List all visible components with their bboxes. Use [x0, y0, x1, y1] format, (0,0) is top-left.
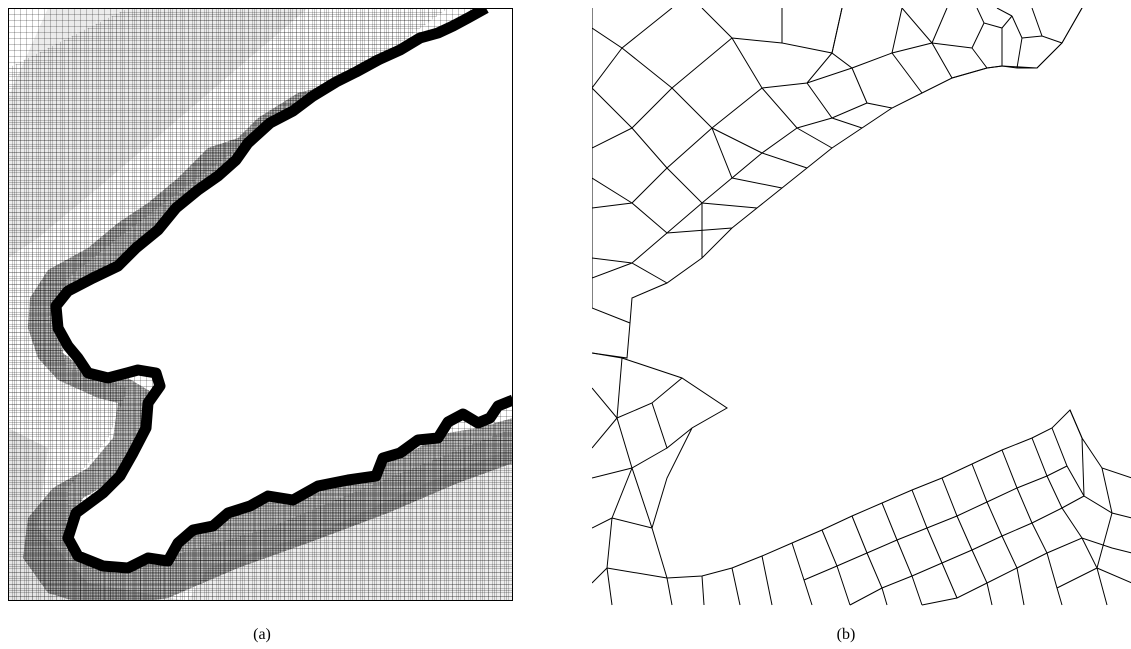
boundary-upper: [50, 8, 513, 574]
void-region: [56, 8, 513, 568]
lower-mesh: [592, 352, 1131, 606]
fine-mesh-panel: [8, 8, 513, 601]
medium-density-band-upper: [8, 8, 513, 601]
gray-zone-upper: [8, 8, 308, 258]
panel-b-caption: (b): [836, 626, 856, 643]
panel-a-caption: (a): [253, 626, 271, 643]
coarse-mesh-panel: [592, 8, 1131, 606]
panel-a-frame: [8, 8, 513, 601]
upper-mesh: [592, 8, 1083, 359]
